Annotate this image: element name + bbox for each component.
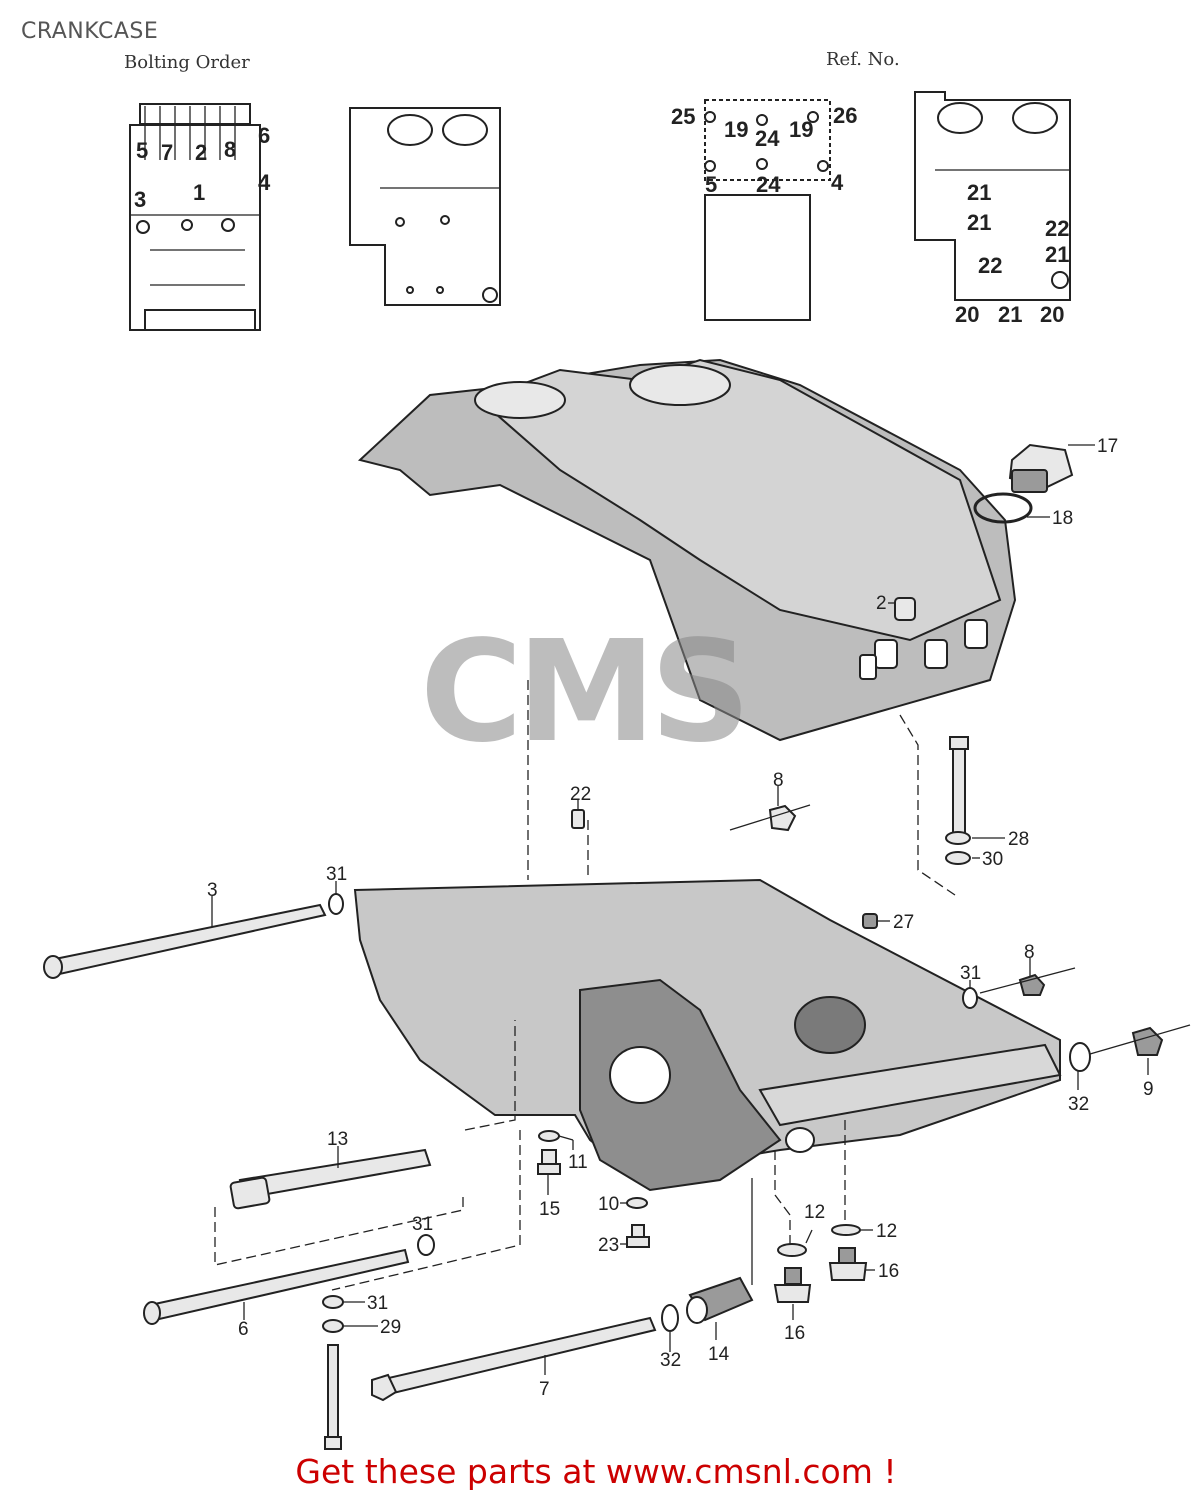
callout-8-upper: 8 [773, 770, 784, 791]
callout-32-lower: 32 [660, 1350, 681, 1371]
lower-crankcase [353, 878, 1062, 1192]
ref-no-upper-case-view: 21 21 22 21 22 20 21 20 [914, 91, 1071, 327]
part-3-stud-bolt[interactable]: 3 [43, 880, 327, 979]
callout-29: 29 [380, 1317, 401, 1338]
ref-label-24b: 24 [756, 172, 781, 197]
callout-22: 22 [570, 784, 591, 805]
ref-no-caption: Ref. No. [826, 49, 900, 70]
bolting-label-4: 4 [258, 170, 271, 195]
part-9-nut[interactable]: 9 [1089, 1024, 1191, 1100]
bolting-label-1: 1 [193, 180, 205, 205]
callout-27: 27 [893, 912, 914, 933]
ref-label-25: 25 [671, 104, 695, 129]
callout-31-c: 31 [412, 1214, 433, 1235]
callout-14: 14 [708, 1344, 730, 1365]
part-11-washer[interactable]: 11 [538, 1130, 588, 1173]
callout-31-d: 31 [367, 1293, 388, 1314]
part-15-bolt[interactable]: 15 [537, 1149, 561, 1220]
callout-16-b: 16 [878, 1261, 899, 1282]
upper-crankcase [357, 358, 1017, 742]
bolting-order-upper-case-view [349, 107, 501, 306]
callout-11: 11 [568, 1152, 588, 1173]
callout-3: 3 [207, 880, 218, 901]
page-title: CRANKCASE [21, 19, 159, 44]
part-28-30-bolt-washers[interactable]: 28 30 [899, 714, 1029, 896]
part-13-bolt[interactable]: 13 [214, 1020, 516, 1266]
part-14-collar[interactable]: 14 [686, 1178, 754, 1365]
part-8-nut-upper[interactable]: 8 [729, 770, 811, 832]
ref-label-21a: 21 [967, 180, 991, 205]
part-18-o-ring[interactable]: 18 [973, 492, 1073, 529]
part-12-washer-b[interactable]: 12 [831, 1221, 897, 1242]
ref-label-24a: 24 [755, 126, 780, 151]
callout-31-a: 31 [326, 864, 347, 885]
ref-label-19a: 19 [724, 117, 748, 142]
part-31-washer-b[interactable]: 31 [960, 963, 981, 1009]
ref-label-26: 26 [833, 103, 857, 128]
bolting-label-6: 6 [258, 123, 270, 148]
part-10-washer[interactable]: 10 [598, 1194, 648, 1215]
part-7-stud-bolt[interactable]: 7 [371, 1316, 657, 1402]
bolting-label-3: 3 [134, 187, 146, 212]
part-6-stud-bolt[interactable]: 6 [143, 1130, 521, 1340]
callout-15: 15 [539, 1199, 560, 1220]
ref-label-21d: 21 [998, 302, 1022, 327]
part-16-plug-a[interactable]: 16 [773, 1267, 812, 1344]
bolting-label-5: 5 [136, 138, 148, 163]
watermark-logo: CMS [420, 611, 751, 774]
callout-7: 7 [539, 1379, 550, 1400]
part-32-washer-lower[interactable]: 32 [660, 1304, 681, 1371]
ref-label-22a: 22 [1045, 216, 1069, 241]
ref-label-22b: 22 [978, 253, 1002, 278]
callout-2: 2 [876, 593, 887, 614]
ref-label-19b: 19 [789, 117, 813, 142]
callout-12-b: 12 [876, 1221, 897, 1242]
callout-28: 28 [1008, 829, 1029, 850]
bolting-label-7: 7 [161, 140, 173, 165]
ref-label-20a: 20 [955, 302, 979, 327]
bolting-label-8: 8 [224, 137, 236, 162]
part-8-nut-lower[interactable]: 8 [979, 942, 1076, 996]
part-32-washer-right[interactable]: 32 [1068, 1042, 1091, 1115]
part-31-29-washers-vertical-bolt[interactable]: 31 29 [322, 1293, 401, 1450]
callout-12-a: 12 [804, 1202, 825, 1223]
bolting-label-2: 2 [195, 140, 207, 165]
part-2-dowel-pin[interactable]: 2 [876, 593, 916, 621]
callout-18: 18 [1052, 508, 1073, 529]
ref-label-5: 5 [705, 172, 717, 197]
ref-label-21b: 21 [967, 210, 991, 235]
part-16-plug-b[interactable]: 16 [828, 1247, 899, 1282]
ref-label-20b: 20 [1040, 302, 1064, 327]
callout-17: 17 [1097, 436, 1118, 457]
callout-8-lower: 8 [1024, 942, 1035, 963]
part-31-washer-c[interactable]: 31 [412, 1214, 435, 1256]
ref-no-lower-case-view: 25 19 24 19 26 5 24 4 [671, 99, 857, 321]
part-31-washer-a[interactable]: 31 [326, 864, 347, 915]
part-23-bolt[interactable]: 23 [598, 1224, 650, 1256]
callout-10: 10 [598, 1194, 619, 1215]
cmsnl-parts-link[interactable]: Get these parts at www.cmsnl.com ! [295, 1452, 897, 1491]
bolting-order-caption: Bolting Order [124, 52, 250, 73]
part-27-dowel[interactable]: 27 [862, 912, 914, 933]
callout-6: 6 [238, 1319, 249, 1340]
bolting-order-lower-case-view: 5 7 2 8 6 3 1 4 [129, 103, 271, 331]
ref-label-4: 4 [831, 170, 844, 195]
callout-9: 9 [1143, 1079, 1154, 1100]
callout-30: 30 [982, 849, 1003, 870]
part-12-washer-a[interactable]: 12 [777, 1202, 825, 1257]
callout-32-right: 32 [1068, 1094, 1089, 1115]
callout-31-b: 31 [960, 963, 981, 984]
part-22-dowel-pin[interactable]: 22 [570, 784, 591, 829]
callout-16-a: 16 [784, 1323, 805, 1344]
ref-label-21c: 21 [1045, 242, 1069, 267]
callout-23: 23 [598, 1235, 619, 1256]
callout-13: 13 [327, 1129, 348, 1150]
part-17-oil-filler-cap[interactable]: 17 [1008, 436, 1118, 493]
svg-text:CMS: CMS [420, 611, 745, 774]
